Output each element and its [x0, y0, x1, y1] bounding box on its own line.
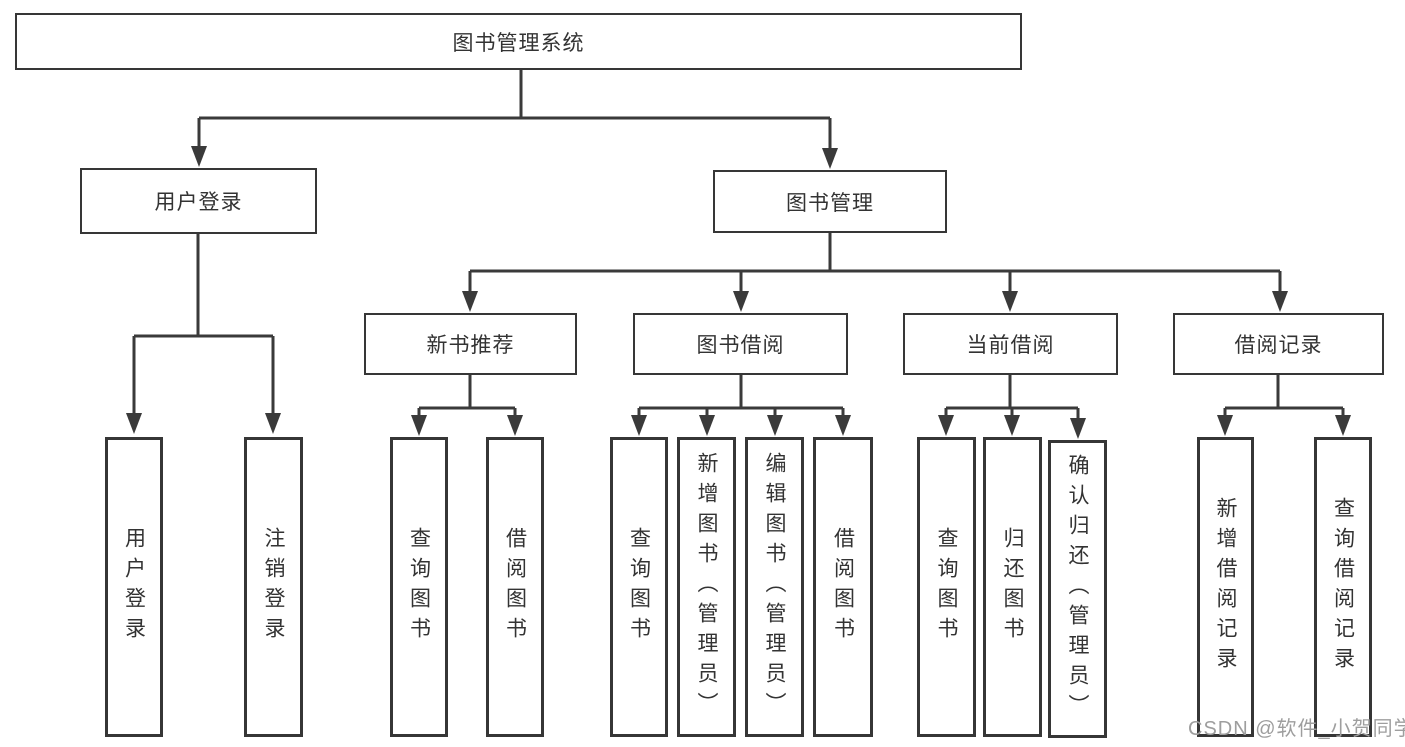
leaf-query-books-borrow: 查询图书 [610, 437, 668, 737]
leaf-query-books-recommend: 查询图书 [390, 437, 448, 737]
node-label: 借阅记录 [1234, 334, 1323, 357]
node-book-borrowing: 图书借阅 [633, 313, 848, 375]
leaf-borrow-books-recommend: 借阅图书 [486, 437, 544, 737]
node-label: 图书管理 [786, 191, 874, 215]
leaf-borrow-books: 借阅图书 [813, 437, 873, 737]
node-label: 用户登录 [154, 191, 243, 214]
node-label: 查询图书 [935, 527, 958, 647]
node-current-borrowing: 当前借阅 [903, 313, 1118, 375]
node-label: 归还图书 [1001, 527, 1024, 647]
leaf-edit-book-admin: 编辑图书（管理员） [745, 437, 804, 737]
node-user-login: 用户登录 [80, 168, 317, 234]
node-book-management: 图书管理 [713, 170, 947, 233]
node-label: 编辑图书（管理员） [763, 452, 786, 722]
node-label: 确认归还（管理员） [1066, 454, 1089, 724]
leaf-return-books: 归还图书 [983, 437, 1042, 737]
csdn-watermark: CSDN @软件_小贺同学 [1188, 718, 1405, 740]
node-library-management-system: 图书管理系统 [15, 13, 1022, 70]
node-label: 查询图书 [627, 527, 651, 647]
leaf-logout: 注销登录 [244, 437, 303, 737]
node-label: 图书管理系统 [452, 31, 585, 55]
leaf-user-login: 用户登录 [105, 437, 163, 737]
node-label: 用户登录 [122, 527, 146, 647]
node-label: 新增图书（管理员） [695, 452, 718, 722]
node-borrowing-records: 借阅记录 [1173, 313, 1384, 375]
node-new-book-recommendation: 新书推荐 [364, 313, 577, 375]
leaf-confirm-return-admin: 确认归还（管理员） [1048, 440, 1107, 738]
node-label: 当前借阅 [966, 334, 1055, 357]
leaf-add-borrow-record: 新增借阅记录 [1197, 437, 1254, 737]
node-label: 新增借阅记录 [1214, 497, 1237, 677]
node-label: 注销登录 [262, 527, 285, 647]
leaf-query-books-current: 查询图书 [917, 437, 976, 737]
node-label: 图书借阅 [696, 334, 785, 357]
node-label: 查询图书 [407, 527, 431, 647]
node-label: 借阅图书 [503, 527, 527, 647]
node-label: 新书推荐 [426, 334, 515, 357]
leaf-query-borrow-record: 查询借阅记录 [1314, 437, 1372, 737]
node-label: 借阅图书 [831, 527, 855, 647]
node-label: 查询借阅记录 [1331, 497, 1355, 677]
leaf-add-book-admin: 新增图书（管理员） [677, 437, 736, 737]
